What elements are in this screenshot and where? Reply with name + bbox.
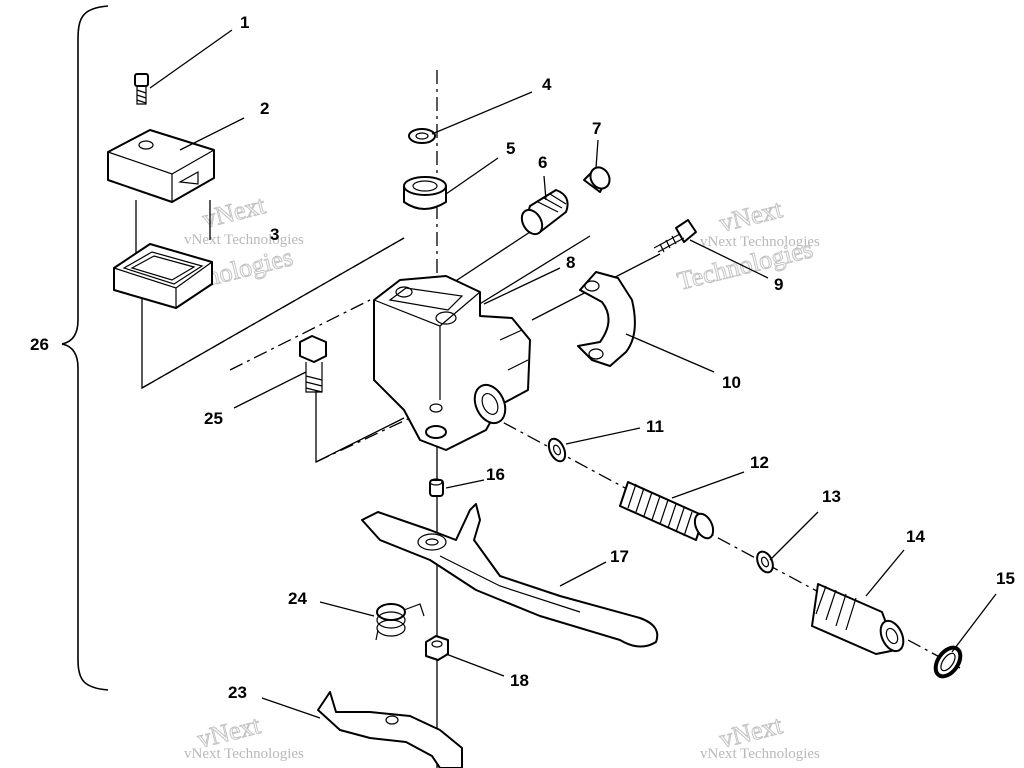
callout-18: 18 [510,671,529,690]
part-washer-4 [408,128,436,144]
part-nut-18 [425,635,449,661]
assembly-guides [135,70,961,768]
callout-11: 11 [646,417,664,436]
part-spring-12 [619,481,715,541]
callout-23: 23 [228,683,247,702]
assembly-brace [61,5,109,691]
callout-16: 16 [486,465,505,484]
callout-leaders [149,29,997,719]
callout-7: 7 [592,119,601,138]
callout-12: 12 [750,453,769,472]
part-piston-14 [811,583,905,655]
callout-24: 24 [288,589,307,608]
callout-3: 3 [270,225,279,244]
callout-13: 13 [822,487,841,506]
part-screw-1 [134,73,149,105]
callout-4: 4 [542,75,552,94]
callout-5: 5 [506,139,515,158]
part-washer-11 [547,437,567,463]
part-master-cylinder [373,275,531,451]
part-bushing-6 [520,189,569,236]
callout-9: 9 [774,275,783,294]
callout-8: 8 [566,253,575,272]
part-lever-17 [361,503,659,648]
callout-25: 25 [204,409,223,428]
part-torsion-spring-24 [375,603,425,641]
part-seal-15 [933,645,963,679]
part-diaphragm [113,243,213,309]
part-cap-5 [403,176,447,210]
part-reservoir-cover [107,129,215,203]
callout-1: 1 [240,13,249,32]
watermark-text: vNext Technologies [700,234,820,250]
callout-26: 26 [30,335,49,354]
watermark-text: vNext Technologies [700,746,820,762]
part-bolt-25 [299,335,327,393]
part-bracket-23 [317,691,463,768]
callout-labels: 1 2 3 4 5 6 7 8 9 10 11 12 13 14 15 16 1… [30,13,1015,702]
part-plug-7 [583,166,611,193]
part-clamp-10 [577,271,636,367]
callout-6: 6 [538,153,547,172]
watermark-text: vNext Technologies [184,746,304,762]
callout-15: 15 [996,569,1015,588]
callout-10: 10 [722,373,741,392]
part-bolt-9 [653,219,697,253]
callout-14: 14 [906,527,925,546]
watermark-brand: vNext [716,194,785,238]
part-washer-13 [756,550,774,574]
part-pin-16 [429,478,444,497]
watermark-text: vNext Technologies [184,232,304,248]
callout-17: 17 [610,547,629,566]
callout-2: 2 [260,99,269,118]
